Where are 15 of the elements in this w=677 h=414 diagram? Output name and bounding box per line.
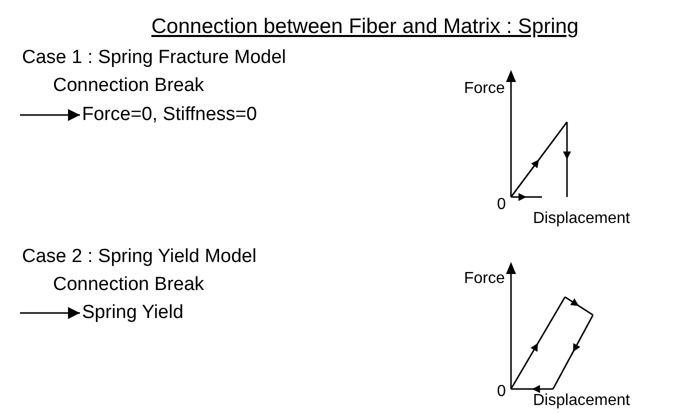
axis-label: Force [464,80,505,98]
origin-label: 0 [497,383,506,401]
axis-label: Force [464,270,505,288]
result-text: Force=0, Stiffness=0 [82,104,257,126]
result-text: Spring Yield [82,302,184,324]
origin-label: 0 [497,196,506,214]
case-subheading: Connection Break [53,75,204,97]
arrow [20,109,80,121]
case-heading: Case 1 : Spring Fracture Model [22,47,286,69]
case-subheading: Connection Break [53,274,204,296]
axis-label: Displacement [533,392,630,410]
arrow [20,307,80,319]
title: Connection between Fiber and Matrix : Spring [151,16,579,38]
case-heading: Case 2 : Spring Yield Model [22,246,256,268]
axis-label: Displacement [533,210,630,228]
